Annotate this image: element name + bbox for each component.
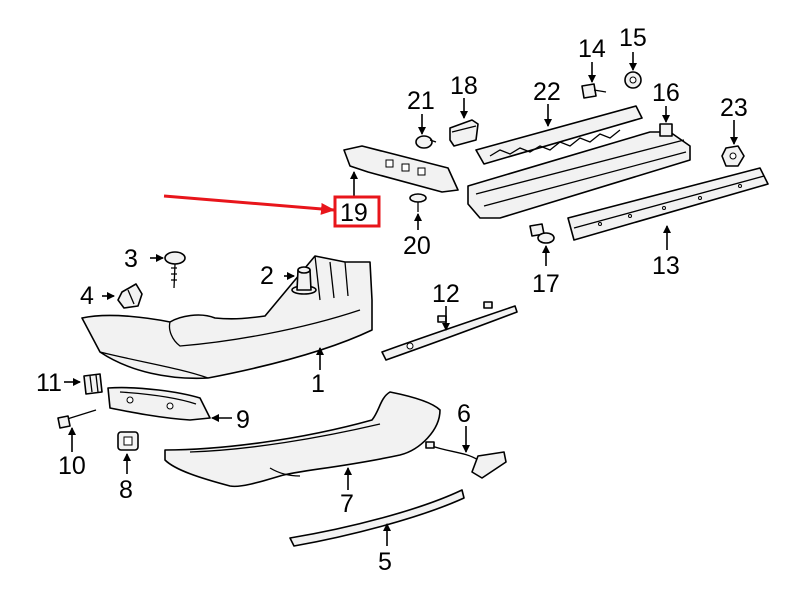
callout-8: 8 (119, 476, 133, 504)
callout-22: 22 (533, 78, 561, 106)
callout-3: 3 (124, 245, 138, 273)
highlight-box (333, 195, 381, 228)
part-23-nut (721, 145, 745, 167)
part-21-retainer (415, 135, 437, 149)
callout-18: 18 (450, 72, 478, 100)
part-13-absorber (567, 167, 769, 241)
highlight-arrow (163, 194, 335, 215)
callout-9: 9 (236, 406, 250, 434)
part-16-reinforcement (467, 123, 691, 219)
part-18-bracket (449, 119, 479, 147)
callout-14: 14 (578, 35, 606, 63)
part-3-clip (164, 251, 186, 289)
callout-5: 5 (378, 548, 392, 576)
callout-20: 20 (403, 232, 431, 260)
part-7-valance (164, 391, 441, 488)
callout-17: 17 (532, 270, 560, 298)
callout-21: 21 (407, 87, 435, 115)
callout-11: 11 (36, 369, 62, 397)
callout-2: 2 (260, 262, 274, 290)
part-14-bolt (581, 83, 607, 99)
part-22-absorber (475, 105, 643, 165)
part-12-molding (381, 301, 518, 361)
part-9-bracket (107, 386, 211, 421)
part-1-bumper-cover (81, 255, 373, 380)
part-6-harness (425, 441, 507, 479)
part-4-bracket (117, 283, 143, 309)
callout-1: 1 (311, 370, 325, 398)
part-8-nut-clip (117, 431, 139, 451)
callout-10: 10 (58, 452, 86, 480)
callout-12: 12 (432, 280, 460, 308)
callout-16: 16 (652, 79, 680, 107)
callout-labels: 1 2 3 4 5 6 7 8 9 10 11 12 13 14 15 16 1… (36, 24, 748, 576)
callout-19: 19 (340, 199, 368, 227)
callout-13: 13 (652, 252, 680, 280)
callout-7: 7 (340, 490, 354, 518)
callout-4: 4 (80, 282, 94, 310)
part-15-nut (624, 71, 642, 89)
part-10-pin (57, 409, 97, 429)
callout-23: 23 (720, 94, 748, 122)
part-19-bracket (343, 145, 459, 193)
part-2-push-pin (291, 266, 317, 295)
part-17-bolt (529, 223, 555, 244)
highlight-marker (163, 194, 381, 228)
callout-15: 15 (619, 24, 647, 52)
part-20-screw (409, 193, 427, 212)
callout-6: 6 (457, 400, 471, 428)
part-5-molding-strip (289, 489, 465, 547)
part-11-clip (83, 373, 103, 395)
leader-lines (64, 52, 738, 546)
